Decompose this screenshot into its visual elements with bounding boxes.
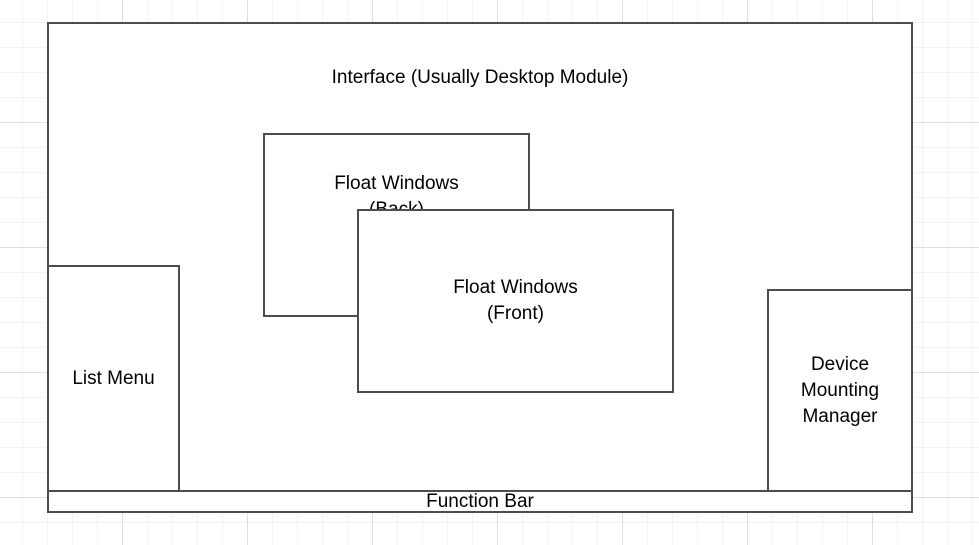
- function-bar-label: Function Bar: [426, 491, 534, 512]
- float-windows-front-label: Float Windows (Front): [453, 277, 578, 324]
- list-menu-label: List Menu: [72, 367, 155, 389]
- device-mounting-manager-box[interactable]: Device Mounting Manager: [767, 289, 913, 492]
- function-bar-box[interactable]: Function Bar: [47, 490, 913, 513]
- list-menu-box[interactable]: List Menu: [47, 265, 180, 492]
- device-mounting-manager-label: Device Mounting Manager: [800, 353, 880, 427]
- float-windows-front-box[interactable]: Float Windows (Front): [357, 209, 674, 393]
- interface-container-label: Interface (Usually Desktop Module): [331, 67, 629, 88]
